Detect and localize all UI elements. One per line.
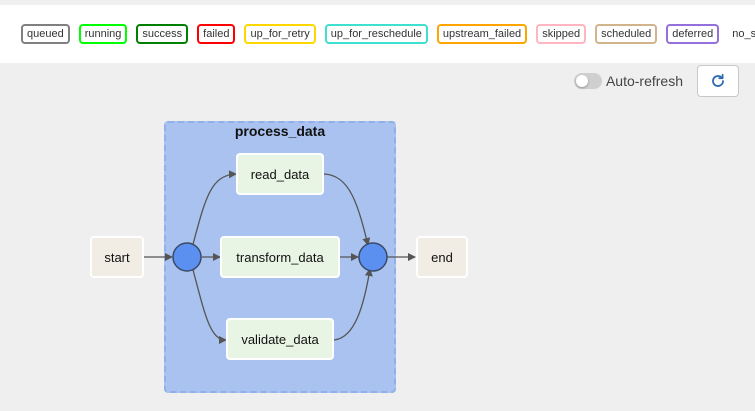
refresh-icon (712, 73, 724, 87)
legend-chip-running[interactable]: running (78, 24, 128, 44)
legend-chip-queued[interactable]: queued (21, 24, 70, 44)
status-legend: queued running success failed up_for_retry up… (21, 24, 755, 44)
task-node-read-data[interactable]: read_data (236, 153, 324, 195)
legend-chip-scheduled[interactable]: scheduled (595, 24, 658, 44)
group-exit-join-node (358, 242, 388, 272)
group-entry-join-node (172, 242, 202, 272)
legend-chip-upstream-failed[interactable]: upstream_failed (436, 24, 528, 44)
task-node-start[interactable]: start (90, 236, 144, 278)
task-node-end[interactable]: end (416, 236, 468, 278)
legend-chip-up-for-reschedule[interactable]: up_for_reschedule (324, 24, 428, 44)
edge-validate-data-to-group-out (333, 268, 373, 341)
graph-toolbar: Auto-refresh (573, 65, 739, 97)
legend-chip-skipped[interactable]: skipped (536, 24, 587, 44)
edge-group-in-to-read-data (191, 170, 237, 249)
refresh-button[interactable] (697, 65, 739, 97)
legend-chip-deferred[interactable]: deferred (666, 24, 720, 44)
task-group-label: process_data (234, 123, 326, 139)
legend-chip-success[interactable]: success (136, 24, 189, 44)
auto-refresh-toggle[interactable] (573, 73, 602, 89)
legend-chip-failed[interactable]: failed (197, 24, 236, 44)
task-node-transform-data[interactable]: transform_data (220, 236, 340, 278)
legend-chip-no-status[interactable]: no_status (728, 24, 755, 44)
legend-chip-up-for-retry[interactable]: up_for_retry (244, 24, 316, 44)
toggle-knob (575, 75, 588, 87)
status-legend-bar: queued running success failed up_for_retry up… (0, 0, 755, 63)
edge-read-data-to-group-out (323, 173, 371, 246)
task-node-validate-data[interactable]: validate_data (226, 318, 334, 360)
auto-refresh-label: Auto-refresh (605, 73, 683, 89)
edge-group-in-to-validate-data (191, 265, 227, 344)
